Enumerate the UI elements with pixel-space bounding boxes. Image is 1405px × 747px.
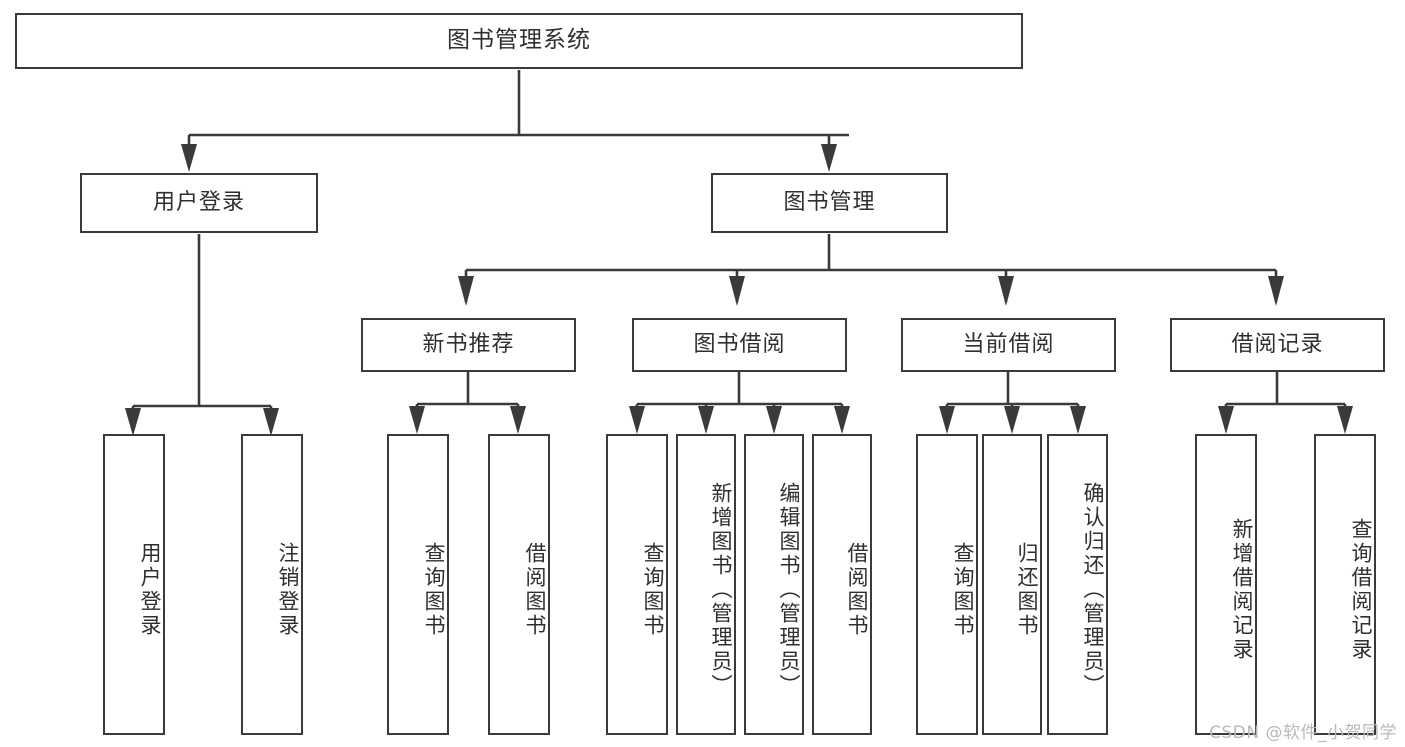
leaf-edit-book[interactable]: 编辑图书（管理员） [744,434,804,735]
node-label: 图书管理系统 [447,27,591,54]
node-label: 编辑图书（管理员） [777,481,801,698]
node-label: 图书管理 [783,189,876,215]
node-borrow-record[interactable]: 借阅记录 [1170,318,1385,372]
node-book-management[interactable]: 图书管理 [711,173,948,233]
leaf-add-book[interactable]: 新增图书（管理员） [676,434,736,735]
leaf-user-logout[interactable]: 注销登录 [241,434,303,735]
node-label: 借阅记录 [1231,331,1324,357]
node-current-borrow[interactable]: 当前借阅 [901,318,1116,372]
node-book-borrow[interactable]: 图书借阅 [632,318,847,372]
node-label: 新增借阅记录 [1230,517,1254,662]
node-label: 查询借阅记录 [1349,517,1373,662]
node-label: 归还图书 [1015,541,1039,638]
node-label: 查询图书 [951,541,975,638]
leaf-query-book-borrow[interactable]: 查询图书 [606,434,668,735]
node-label: 新书推荐 [422,331,515,357]
node-label: 借阅图书 [523,541,547,638]
leaf-borrow-book-borrow[interactable]: 借阅图书 [812,434,872,735]
leaf-confirm-return[interactable]: 确认归还（管理员） [1047,434,1108,735]
node-label: 用户登录 [138,541,162,638]
leaf-add-borrow-record[interactable]: 新增借阅记录 [1195,434,1257,735]
leaf-query-book-recommend[interactable]: 查询图书 [387,434,449,735]
leaf-return-book[interactable]: 归还图书 [982,434,1042,735]
node-label: 图书借阅 [693,331,786,357]
node-root-system[interactable]: 图书管理系统 [15,13,1023,69]
leaf-query-borrow-record[interactable]: 查询借阅记录 [1314,434,1376,735]
node-user-login[interactable]: 用户登录 [80,173,318,233]
node-label: 新增图书（管理员） [709,481,733,698]
node-new-book-recommend[interactable]: 新书推荐 [361,318,576,372]
csdn-watermark: CSDN @软件_小贺同学 [1209,723,1397,743]
node-label: 借阅图书 [845,541,869,638]
node-label: 当前借阅 [962,331,1055,357]
node-label: 用户登录 [152,189,245,215]
leaf-user-login[interactable]: 用户登录 [103,434,165,735]
node-label: 确认归还（管理员） [1081,481,1105,698]
leaf-borrow-book-recommend[interactable]: 借阅图书 [488,434,550,735]
leaf-query-book-current[interactable]: 查询图书 [916,434,978,735]
node-label: 查询图书 [641,541,665,638]
node-label: 查询图书 [422,541,446,638]
node-label: 注销登录 [276,541,300,638]
